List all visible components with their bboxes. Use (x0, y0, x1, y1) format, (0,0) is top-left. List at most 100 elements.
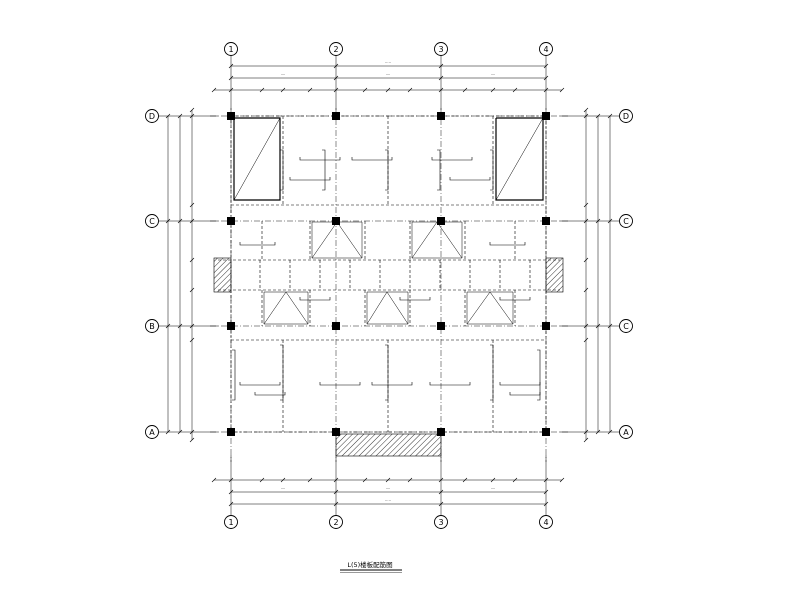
dimension-tick (607, 429, 613, 435)
dimension-tick (583, 218, 589, 224)
dimension-tick (583, 107, 589, 113)
svg-text:····: ···· (386, 487, 391, 491)
dimension-tick (438, 75, 444, 81)
dimension-tick (189, 113, 195, 119)
axis-label-top-2: 2 (333, 45, 338, 54)
axis-bubble-right-D: D (560, 109, 633, 123)
column (332, 322, 340, 330)
dimension-tick (189, 437, 195, 443)
dimension-tick (559, 87, 565, 93)
rebar-marks (232, 149, 541, 401)
dimension-tick (280, 477, 286, 483)
rebar-bar (351, 157, 393, 161)
axis-label-right-A: A (623, 428, 629, 437)
dimension-tick (333, 477, 339, 483)
column (437, 428, 445, 436)
rebar-bar (437, 149, 441, 191)
dimension-tick (583, 202, 589, 208)
axis-bubble-bottom-2: 2 (329, 455, 343, 529)
dimension-tick (407, 87, 413, 93)
right-axis-bubbles: D C C A (560, 109, 633, 439)
dimension-tick (438, 63, 444, 69)
column (542, 217, 550, 225)
axis-label-bottom-4: 4 (543, 518, 548, 527)
axis-bubble-top-2: 2 (329, 42, 343, 110)
column (542, 322, 550, 330)
axis-label-left-C: C (149, 217, 155, 226)
dimension-tick (512, 87, 518, 93)
dimension-tick (607, 218, 613, 224)
axis-bubble-left-A: A (145, 425, 218, 439)
dimension-tick (259, 87, 265, 93)
dimension-tick (189, 323, 195, 329)
dimension-tick (583, 337, 589, 343)
dimension-tick (259, 477, 265, 483)
dimension-tick (189, 429, 195, 435)
axis-label-left-A: A (149, 428, 155, 437)
axis-label-bottom-1: 1 (228, 518, 233, 527)
axis-bubble-bottom-4: 4 (539, 455, 553, 529)
top-dimension-chains: ····· ···· ···· ···· (211, 61, 565, 93)
svg-text:····: ···· (281, 487, 286, 491)
dimension-tick (543, 501, 549, 507)
dimension-tick (165, 323, 171, 329)
dimension-tick (228, 63, 234, 69)
dimension-tick (189, 107, 195, 113)
dimension-tick (438, 501, 444, 507)
rebar-bar (431, 157, 473, 161)
openings (233, 117, 544, 325)
axis-bubble-left-D: D (145, 109, 218, 123)
hatched-areas (213, 257, 564, 457)
dimension-tick (607, 323, 613, 329)
bottom-axis-bubbles: 1 2 3 4 (224, 455, 553, 529)
rebar-bar (499, 382, 541, 386)
dimension-tick (165, 113, 171, 119)
dimension-tick (211, 87, 217, 93)
column (437, 217, 445, 225)
side-dimension-chains (165, 107, 613, 443)
dimension-tick (189, 337, 195, 343)
axis-bubble-right-A: A (560, 425, 633, 439)
rebar-bar (371, 382, 413, 386)
axis-bubble-top-3: 3 (434, 42, 448, 110)
svg-text:····: ···· (386, 73, 391, 77)
rebar-bar (509, 392, 541, 396)
axis-label-right-C: C (623, 217, 629, 226)
grid-lines (210, 108, 568, 462)
column (332, 217, 340, 225)
left-axis-bubbles: D C B A (145, 109, 218, 439)
column (227, 217, 235, 225)
dimension-tick (189, 218, 195, 224)
dimension-tick (333, 63, 339, 69)
rebar-bar (319, 382, 361, 386)
axis-bubble-right-B: C (560, 319, 633, 333)
dimension-tick (512, 477, 518, 483)
column (332, 428, 340, 436)
column (437, 112, 445, 120)
dimension-tick (595, 323, 601, 329)
dimension-tick (385, 477, 391, 483)
dimension-tick (583, 113, 589, 119)
dimension-tick (583, 323, 589, 329)
dimension-tick (595, 113, 601, 119)
dimension-tick (165, 218, 171, 224)
axis-bubble-left-C: C (145, 214, 218, 228)
svg-text:····: ···· (491, 487, 496, 491)
dimension-tick (280, 87, 286, 93)
dimension-tick (307, 477, 313, 483)
rebar-bar (399, 297, 431, 301)
dimension-tick (490, 477, 496, 483)
dimension-tick (177, 113, 183, 119)
dimension-tick (583, 257, 589, 263)
column (332, 112, 340, 120)
dimension-tick (165, 429, 171, 435)
dimension-tick (583, 429, 589, 435)
dimension-tick (228, 477, 234, 483)
dimension-tick (583, 437, 589, 443)
svg-text:····: ···· (281, 73, 286, 77)
axis-label-top-4: 4 (543, 45, 548, 54)
rebar-bar (280, 344, 284, 401)
rebar-bar (449, 177, 491, 181)
dimension-tick (438, 489, 444, 495)
dimension-tick (189, 202, 195, 208)
